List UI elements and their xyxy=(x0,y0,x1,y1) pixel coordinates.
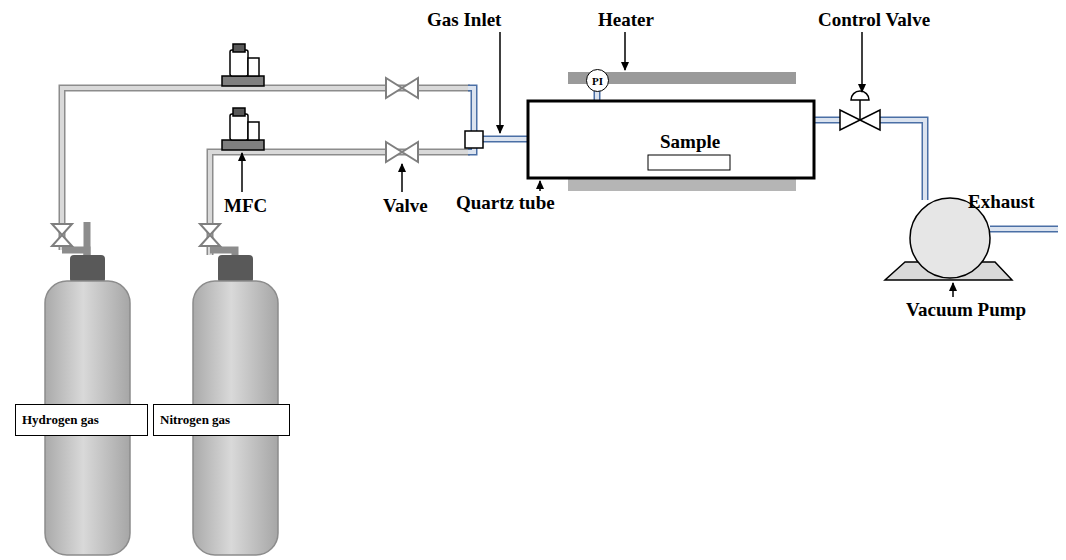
cylinder-label: Nitrogen gas xyxy=(153,404,290,436)
gas-pipe xyxy=(62,88,1058,255)
quartz-tube xyxy=(528,101,814,178)
callout-label: Quartz tube xyxy=(456,193,555,212)
callout-label: Gas Inlet xyxy=(427,10,501,29)
line-valve xyxy=(386,78,418,162)
leader-arrow xyxy=(242,32,999,297)
mfc-symbol xyxy=(222,44,264,150)
cylinder-valve xyxy=(52,224,220,246)
heater-plate xyxy=(568,179,796,191)
cylinder-label: Hydrogen gas xyxy=(15,404,148,436)
callout-label: Valve xyxy=(383,196,428,215)
callout-label: MFC xyxy=(224,196,267,215)
node-text: PI xyxy=(592,75,603,87)
node-text: Hydrogen gas xyxy=(22,412,99,428)
callout-label: Vacuum Pump xyxy=(906,300,1026,319)
part-label: Sample xyxy=(660,132,720,151)
pressure-indicator: PI xyxy=(586,69,609,92)
control-valve xyxy=(840,91,880,130)
node-text: Nitrogen gas xyxy=(160,412,230,428)
callout-label: Exhaust xyxy=(968,192,1035,211)
callout-label: Heater xyxy=(598,10,654,29)
callout-label: Control Valve xyxy=(818,10,930,29)
sample-plate xyxy=(648,155,730,170)
